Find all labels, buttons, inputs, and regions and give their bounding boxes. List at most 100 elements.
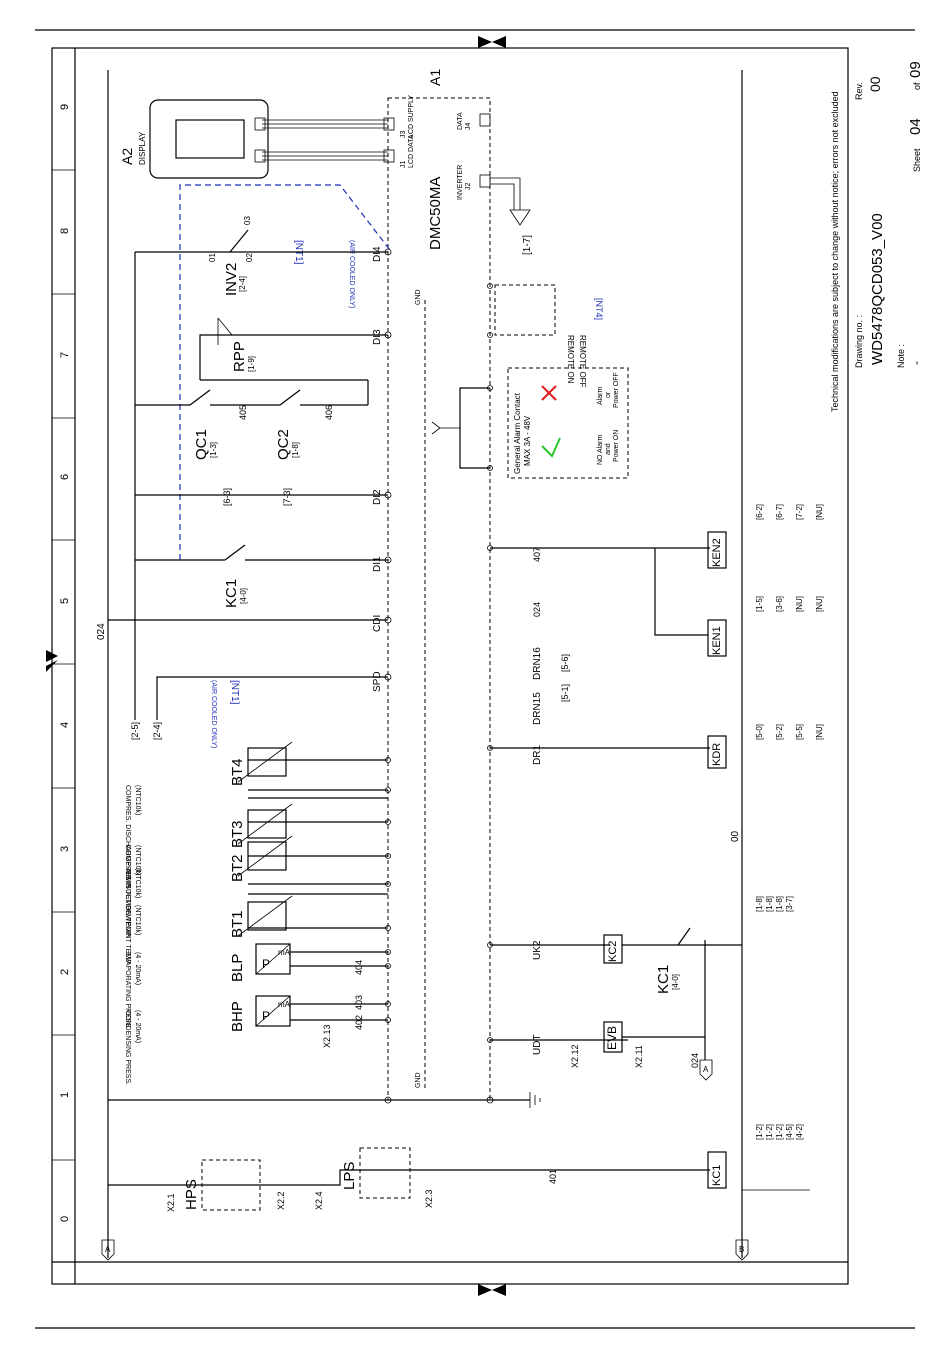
lcd-data-label: LCD DATA — [408, 134, 415, 168]
svg-text:P: P — [262, 1009, 270, 1023]
kc1-coil — [707, 1151, 727, 1189]
inverter-ref: [1-7] — [522, 235, 533, 255]
data-j4-label: DATA — [457, 112, 464, 130]
kc2-contact-1: [1-8] — [755, 896, 764, 912]
terminal-x2-1: X2.1 — [166, 1193, 176, 1212]
ruler-number-7: 7 — [59, 352, 71, 358]
note-value: - — [909, 361, 923, 365]
kc1-contact-ref: [4-0] — [671, 974, 680, 990]
kdr-contact-1: [5-0] — [755, 724, 764, 740]
terminal-x2-12: X2.12 — [570, 1044, 580, 1068]
terminal-x2-3: X2.3 — [424, 1189, 434, 1208]
ref-6-3: [6-3] — [222, 488, 232, 506]
kc1-label: KC1 — [223, 579, 240, 608]
inv2-pin-03: 03 — [243, 216, 252, 225]
alarm-contact-box — [507, 367, 629, 479]
ken1-contact-2: [3-6] — [775, 596, 784, 612]
ruler-number-3: 3 — [59, 846, 71, 852]
kc1-contact-4: [4-5] — [785, 1124, 794, 1140]
gnd-label-2: GND — [415, 289, 422, 305]
ruler-number-2: 2 — [59, 969, 71, 975]
ken2-coil — [707, 531, 727, 569]
nt4-label: [NT4] — [594, 298, 604, 320]
alarm-x-icon — [541, 385, 557, 401]
nt1-dashed-area — [179, 184, 391, 560]
alarm-label: Alarm — [597, 387, 604, 405]
line-024-label: 024 — [96, 623, 107, 640]
spd-nt1-label: [NT1] — [229, 680, 240, 705]
bt3-label: BT3 — [229, 820, 246, 848]
spd-air-cooled: (AIR COOLED ONLY) — [210, 680, 217, 748]
inv2-pin-01: 01 — [208, 253, 217, 262]
no-alarm: NO Alarm — [597, 434, 604, 465]
wire-406: 406 — [324, 405, 334, 420]
kdr-label: KDR — [711, 743, 723, 766]
revision-number: 00 — [867, 76, 883, 92]
drawing-number: WD5478QCD053_V00 — [869, 213, 886, 365]
controller-a1-label: A1 — [427, 69, 443, 86]
j3-label: J3 — [400, 131, 407, 139]
kc1-contact-2: [1-2] — [765, 1124, 774, 1140]
display-label: DISPLAY — [138, 131, 147, 165]
uk2-label: UK2 — [532, 940, 543, 960]
disclaimer-text: Technical modifications are subject to c… — [830, 91, 840, 412]
bt4-label: BT4 — [229, 758, 246, 786]
svg-text:A: A — [105, 1245, 111, 1254]
ruler-number-8: 8 — [59, 228, 71, 234]
ruler-number-4: 4 — [59, 722, 71, 728]
ref-2-4: [2-4] — [152, 722, 162, 740]
drn16-label: DRN16 — [532, 647, 543, 680]
ken1-label: KEN1 — [711, 626, 723, 655]
power-on: Power ON — [613, 430, 620, 462]
kc2-contact-3: [1-8] — [775, 896, 784, 912]
ok-check-icon — [541, 437, 561, 458]
lcd-supply-label: LCD SUPPLY — [408, 95, 415, 138]
wire-402: 402 — [354, 1015, 364, 1030]
drn15-label: DRN15 — [532, 692, 543, 725]
bt4-ntc: (NTC10k) — [134, 785, 141, 815]
terminal-x2-4: X2.4 — [314, 1191, 324, 1210]
wire-405: 405 — [238, 405, 248, 420]
ken1-coil — [707, 619, 727, 657]
ken2-contact-3: [7-2] — [795, 504, 804, 520]
cdi-label: CDI — [372, 615, 383, 632]
remote-off: REMOTE OFF — [578, 335, 587, 388]
kc2-contact-4: [3-7] — [785, 896, 794, 912]
nt1-air-cooled: (AIR COOLED ONLY) — [348, 240, 355, 308]
center-mark-bottom — [478, 1284, 506, 1296]
ken1-contact-3: [NU] — [795, 596, 804, 612]
inverter-label: INVERTER — [457, 165, 464, 200]
hps-switch — [201, 1159, 261, 1211]
inv2-pin-02: 02 — [245, 253, 254, 262]
ken2-label: KEN2 — [711, 538, 723, 567]
kc1-contact-label: KC1 — [655, 965, 672, 994]
sheet-total: 09 — [907, 61, 924, 78]
di2-label: DI2 — [372, 489, 383, 505]
note-label: Note : — [896, 344, 906, 368]
kdr-contact-2: [5-2] — [775, 724, 784, 740]
kdr-contact-4: [NU] — [815, 724, 824, 740]
blp-sub: (4 - 20mA) — [134, 952, 141, 985]
controller-model: DMC50MA — [427, 177, 444, 250]
kc1-ref: [4-0] — [239, 588, 248, 604]
svg-text:A: A — [703, 1065, 709, 1074]
qc1-ref: [1-3] — [209, 442, 218, 458]
terminal-x2-2: X2.2 — [276, 1191, 286, 1210]
inv2-ref: [2-4] — [238, 276, 247, 292]
svg-text:P: P — [262, 957, 270, 971]
dr1-label: DR1 — [532, 745, 543, 765]
lps-switch — [359, 1147, 411, 1199]
kc2-label: KC2 — [607, 941, 619, 962]
qc2-ref: [1-8] — [291, 442, 300, 458]
kc1-contact-3: [1-2] — [775, 1124, 784, 1140]
wire-024-ken: 024 — [532, 602, 542, 617]
bt4-desc: COMPRES. DISCHARGE TEMP — [124, 785, 131, 887]
drawing-border — [51, 47, 849, 1285]
wire-404: 404 — [354, 960, 364, 975]
ken1-contact-4: [NU] — [815, 596, 824, 612]
wire-00-label: 00 — [730, 830, 741, 842]
ken1-contact-1: [1-5] — [755, 596, 764, 612]
wire-403: 403 — [354, 995, 364, 1010]
rpp-ref: [1-9] — [247, 356, 256, 372]
power-off: Power OFF — [613, 372, 620, 408]
